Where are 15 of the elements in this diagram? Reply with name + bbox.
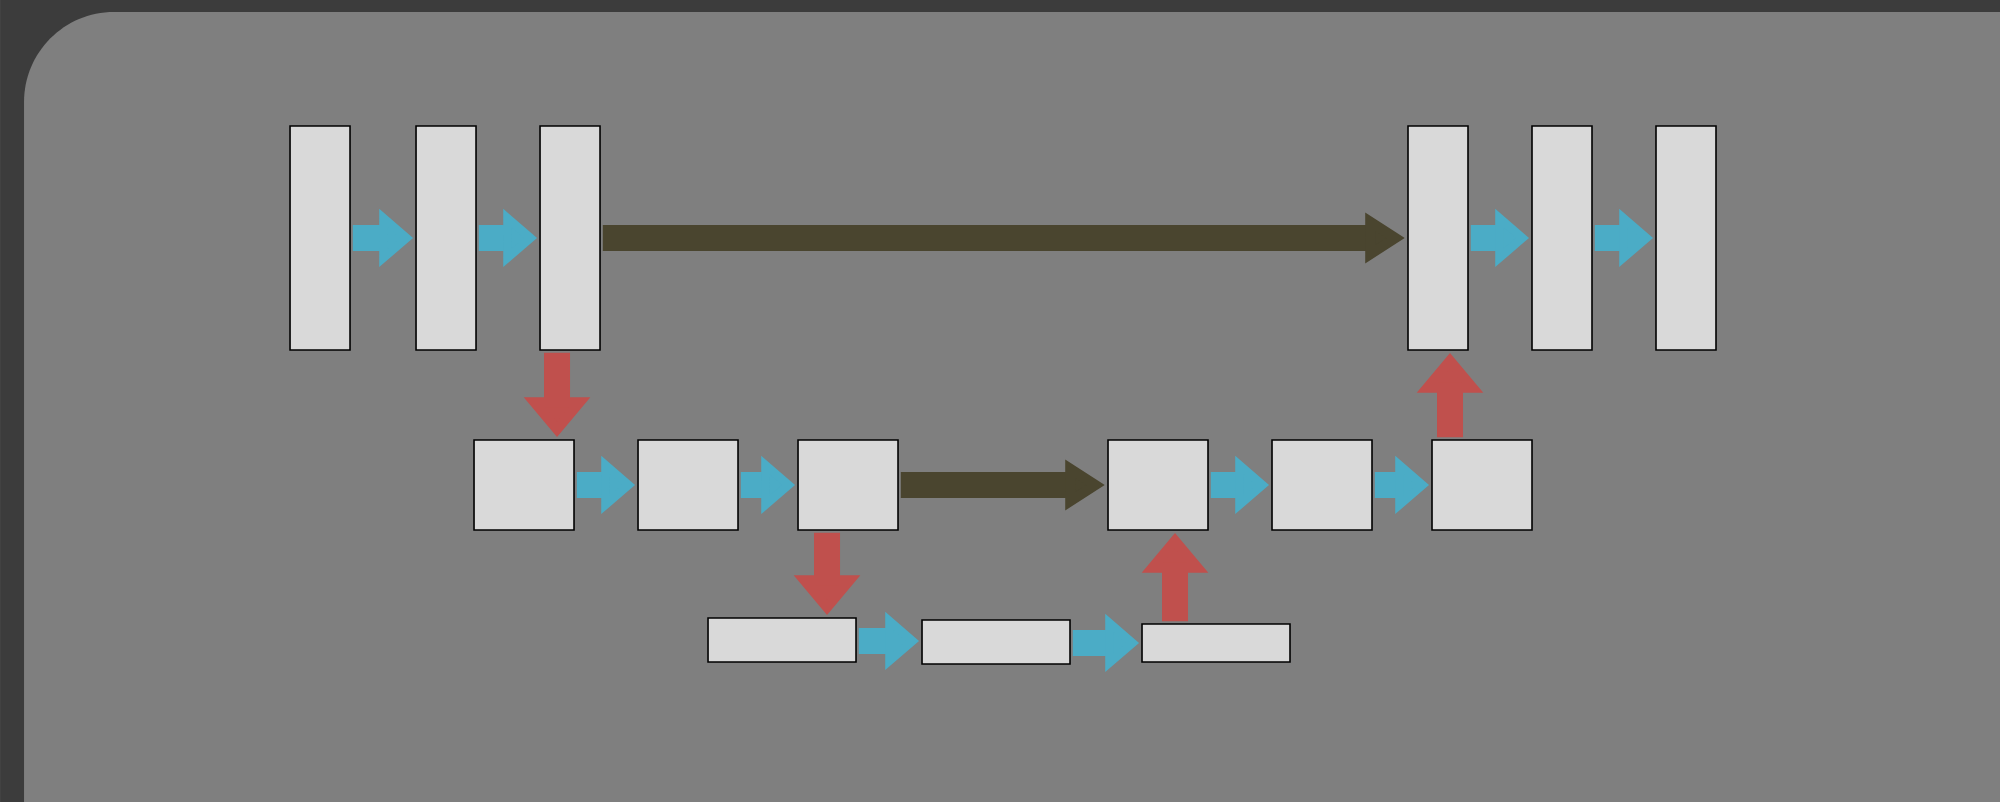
layer-box bbox=[415, 125, 477, 351]
layer-box bbox=[1407, 125, 1469, 351]
layer-box bbox=[539, 125, 601, 351]
layer-box bbox=[921, 619, 1071, 665]
layer-box bbox=[1107, 439, 1209, 531]
layer-box bbox=[1141, 623, 1291, 663]
layer-box bbox=[1655, 125, 1717, 351]
layer-box bbox=[1431, 439, 1533, 531]
layer-box bbox=[473, 439, 575, 531]
layer-box bbox=[1531, 125, 1593, 351]
layer-box bbox=[637, 439, 739, 531]
layer-box bbox=[797, 439, 899, 531]
layer-box bbox=[707, 617, 857, 663]
layer-box bbox=[1271, 439, 1373, 531]
layer-box bbox=[289, 125, 351, 351]
